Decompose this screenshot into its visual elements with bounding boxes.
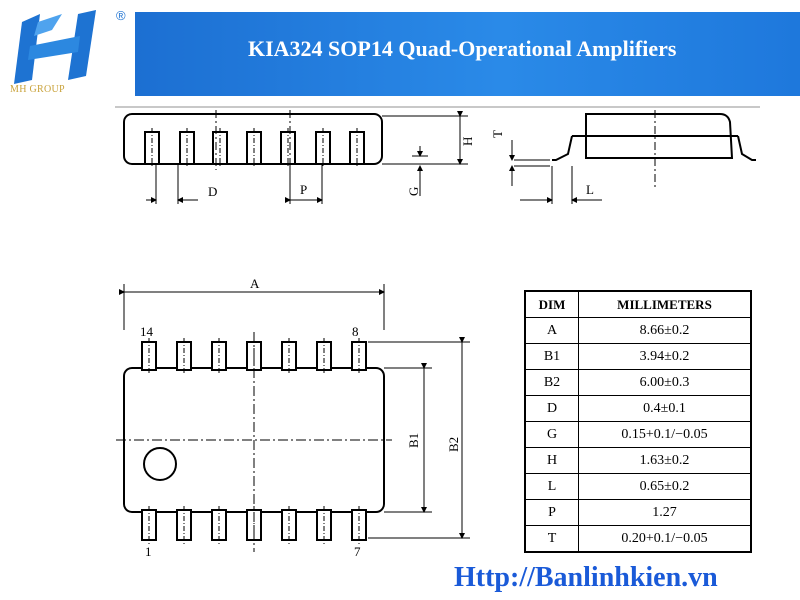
bottom-pin-6 xyxy=(316,509,332,541)
table-header-row: DIM MILLIMETERS xyxy=(524,290,752,318)
bottom-pin-1 xyxy=(141,509,157,541)
top-view-package xyxy=(116,284,470,552)
value-cell: 0.4±0.1 xyxy=(578,395,752,422)
dim-cell: D xyxy=(524,395,579,422)
header-bar xyxy=(135,12,800,96)
dim-cell: B1 xyxy=(524,343,579,370)
table-header-dim: DIM xyxy=(524,290,579,318)
end-view xyxy=(509,110,756,204)
bottom-pin-5 xyxy=(281,509,297,541)
value-cell: 0.15+0.1/−0.05 xyxy=(578,421,752,448)
label-pin-7: 7 xyxy=(354,544,361,559)
divider xyxy=(115,106,760,108)
website-link[interactable]: Http://Banlinhkien.vn xyxy=(454,562,718,593)
label-b2: B2 xyxy=(446,437,461,452)
registered-mark: ® xyxy=(116,8,126,23)
dim-cell: L xyxy=(524,473,579,500)
dim-cell: T xyxy=(524,525,579,553)
value-cell: 8.66±0.2 xyxy=(578,317,752,344)
label-pin-1: 1 xyxy=(145,544,152,559)
dim-cell: G xyxy=(524,421,579,448)
label-d: D xyxy=(208,184,217,199)
dim-cell: H xyxy=(524,447,579,474)
bottom-pin-3 xyxy=(211,509,227,541)
mh-logo-mark: ® xyxy=(14,8,126,84)
table-header-millimeters: MILLIMETERS xyxy=(578,290,752,318)
dim-cell: P xyxy=(524,499,579,526)
label-pin-14: 14 xyxy=(140,324,154,339)
label-p: P xyxy=(300,182,307,197)
label-l: L xyxy=(586,182,594,197)
label-g: G xyxy=(406,187,421,196)
value-cell: 0.20+0.1/−0.05 xyxy=(578,525,752,553)
label-t: T xyxy=(490,130,505,138)
dim-cell: B2 xyxy=(524,369,579,396)
label-b1: B1 xyxy=(406,433,421,448)
value-cell: 1.63±0.2 xyxy=(578,447,752,474)
logo-text: MH GROUP xyxy=(10,84,65,95)
value-cell: 3.94±0.2 xyxy=(578,343,752,370)
label-h: H xyxy=(460,137,475,146)
label-a: A xyxy=(250,276,260,291)
value-cell: 0.65±0.2 xyxy=(578,473,752,500)
label-pin-8: 8 xyxy=(352,324,359,339)
value-cell: 6.00±0.3 xyxy=(578,369,752,396)
bottom-pin-2 xyxy=(176,509,192,541)
side-view-pins xyxy=(123,110,468,204)
pin1-marker xyxy=(143,447,177,481)
page-title: KIA324 SOP14 Quad-Operational Amplifiers xyxy=(248,36,677,61)
brand-logo: ® MH GROUP xyxy=(0,0,135,100)
bottom-pin-7 xyxy=(351,509,367,541)
dim-cell: A xyxy=(524,317,579,344)
side-view-pin-row xyxy=(144,128,365,168)
value-cell: 1.27 xyxy=(578,499,752,526)
